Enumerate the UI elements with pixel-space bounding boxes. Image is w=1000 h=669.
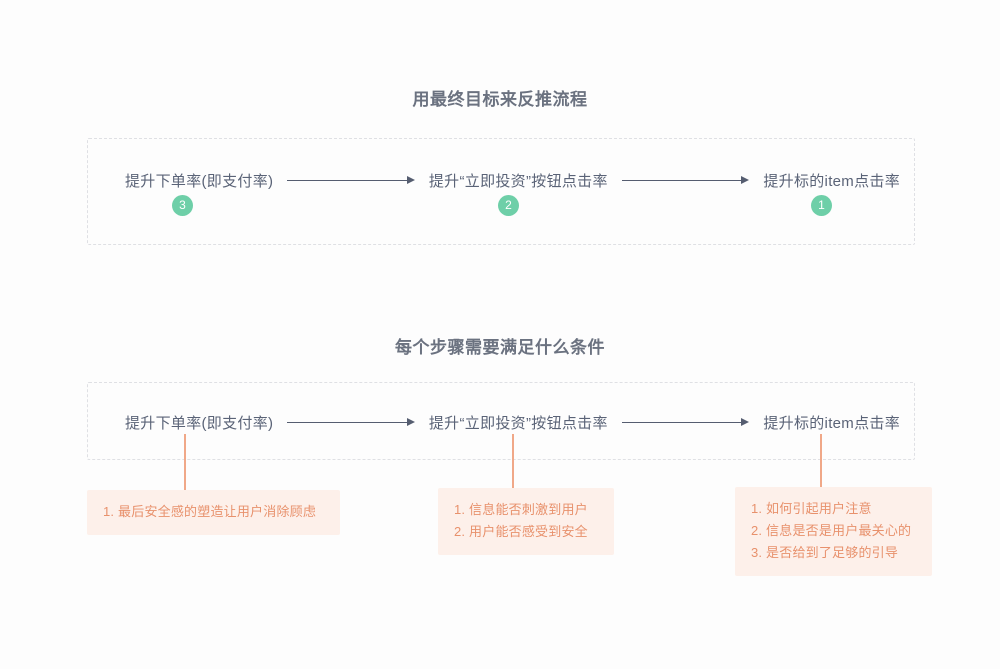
condition-card-2: 1. 信息能否刺激到用户 2. 用户能否感受到安全 bbox=[438, 488, 614, 555]
arrow-line bbox=[621, 421, 743, 423]
section-title-step-conditions: 每个步骤需要满足什么条件 bbox=[395, 338, 605, 357]
arrow-head-icon bbox=[741, 418, 750, 426]
flow-arrow-2-repeat bbox=[621, 415, 750, 429]
flow-node-label-2-repeat: 提升“立即投资”按钮点击率 bbox=[428, 414, 608, 432]
condition-card-3: 1. 如何引起用户注意 2. 信息是否是用户最关心的 3. 是否给到了足够的引导 bbox=[735, 487, 932, 576]
arrow-head-icon bbox=[741, 176, 750, 184]
arrow-line bbox=[287, 421, 408, 423]
arrow-line bbox=[287, 179, 408, 181]
flow-node-label-3-repeat: 提升标的item点击率 bbox=[763, 414, 900, 432]
flow-row-primary: 提升下单率(即支付率) 提升“立即投资”按钮点击率 提升标的item点击率 bbox=[125, 168, 900, 192]
flow-node-label-3: 提升标的item点击率 bbox=[763, 172, 900, 190]
arrow-head-icon bbox=[406, 418, 415, 426]
arrow-line bbox=[621, 179, 743, 181]
condition-item: 1. 如何引起用户注意 bbox=[751, 501, 872, 516]
condition-connector-1 bbox=[184, 434, 186, 492]
condition-connector-3 bbox=[820, 434, 822, 487]
flow-container-secondary bbox=[87, 382, 915, 460]
arrow-head-icon bbox=[406, 176, 415, 184]
condition-card-1: 1. 最后安全感的塑造让用户消除顾虑 bbox=[87, 490, 340, 535]
step-badge-1: 1 bbox=[811, 195, 832, 216]
flow-node-label-1-repeat: 提升下单率(即支付率) bbox=[125, 414, 274, 432]
flow-arrow-1-repeat bbox=[287, 415, 415, 429]
flow-arrow-2 bbox=[621, 173, 750, 187]
step-badge-2: 2 bbox=[498, 195, 519, 216]
condition-connector-2 bbox=[512, 434, 514, 488]
flow-arrow-1 bbox=[287, 173, 415, 187]
section-title-goal-flow: 用最终目标来反推流程 bbox=[412, 90, 588, 109]
flow-container-primary bbox=[87, 138, 915, 245]
condition-item: 3. 是否给到了足够的引导 bbox=[751, 545, 899, 560]
condition-item: 2. 信息是否是用户最关心的 bbox=[751, 523, 912, 538]
step-badge-3: 3 bbox=[172, 195, 193, 216]
condition-item: 1. 最后安全感的塑造让用户消除顾虑 bbox=[103, 504, 317, 519]
flow-node-label-2: 提升“立即投资”按钮点击率 bbox=[428, 172, 608, 190]
condition-item: 2. 用户能否感受到安全 bbox=[454, 524, 588, 539]
condition-item: 1. 信息能否刺激到用户 bbox=[454, 502, 588, 517]
flow-row-secondary: 提升下单率(即支付率) 提升“立即投资”按钮点击率 提升标的item点击率 bbox=[125, 410, 900, 434]
flow-node-label-1: 提升下单率(即支付率) bbox=[125, 172, 274, 190]
